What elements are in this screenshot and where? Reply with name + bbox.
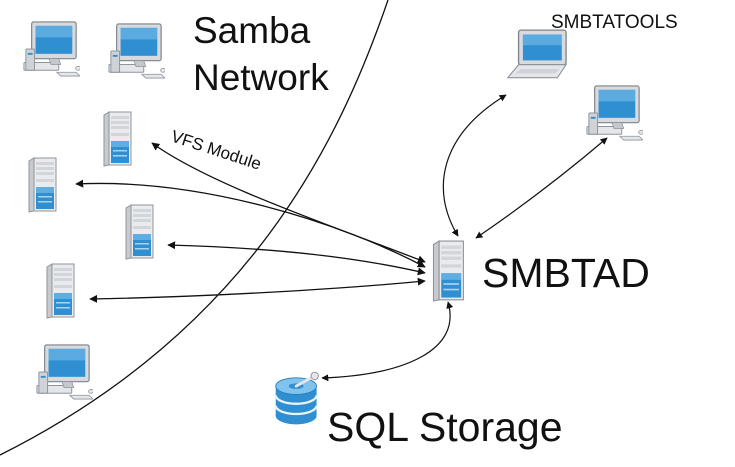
vfs-arrow-3 — [167, 241, 426, 276]
desktop-computer-icon — [586, 85, 643, 141]
sql-storage-label: SQL Storage — [327, 404, 563, 450]
smbtad-server-icon — [432, 240, 464, 302]
samba-label-line1: Samba — [193, 10, 311, 51]
server-tower-icon — [103, 111, 132, 167]
server-tower-icon — [28, 157, 57, 213]
smbtad-label: SMBTAD — [482, 250, 650, 296]
desktop-computer-icon — [108, 23, 165, 79]
sql-storage-arrow — [321, 301, 454, 382]
database-icon — [274, 372, 320, 426]
laptop-icon — [507, 29, 567, 79]
server-tower-icon — [125, 204, 154, 260]
desktop-computer-icon — [36, 344, 93, 400]
desktop-computer-icon — [23, 21, 80, 77]
smbtatools-laptop-arrow — [442, 94, 507, 237]
server-tower-icon — [46, 263, 75, 319]
smbtatools-desktop-arrow — [475, 137, 608, 239]
vfs-module-label: VFS Module — [169, 127, 264, 174]
samba-label-line2: Network — [193, 57, 329, 98]
vfs-arrow-1 — [151, 142, 426, 264]
vfs-arrow-4 — [89, 277, 426, 303]
smbtatools-label: SMBTATOOLS — [551, 12, 678, 33]
